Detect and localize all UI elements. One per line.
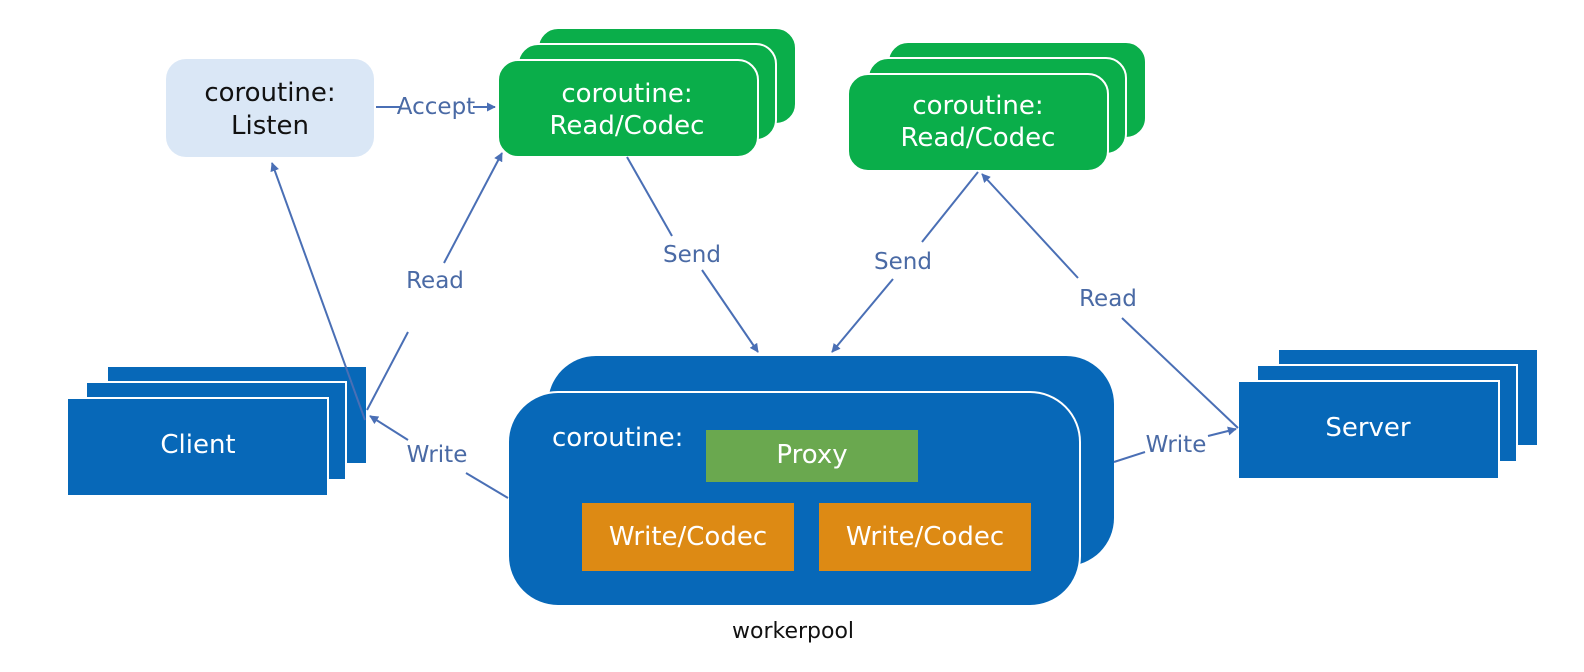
accept-edge-label: Accept bbox=[397, 94, 475, 120]
read-codec-right-line1: coroutine: bbox=[912, 91, 1043, 121]
proxy-label: Proxy bbox=[776, 440, 847, 470]
server-stack: Server bbox=[1237, 348, 1539, 480]
edges bbox=[270, 102, 1239, 499]
read-codec-left-stack: coroutine: Read/Codec bbox=[497, 27, 797, 158]
worker-coroutine-stack: coroutine: Proxy Write/Codec Write/Codec bbox=[507, 356, 1114, 607]
send-left-edge-arrow bbox=[701, 269, 759, 353]
write-client-edge-arrow bbox=[369, 415, 409, 441]
listen-node-line1: coroutine: bbox=[204, 78, 335, 108]
write-codec-left-label: Write/Codec bbox=[609, 522, 767, 552]
send-right-edge-label: Send bbox=[874, 249, 932, 275]
write-codec-left-block: Write/Codec bbox=[582, 503, 794, 571]
write-server-edge-lower bbox=[1113, 451, 1146, 463]
send-left-edge-upper bbox=[626, 156, 673, 237]
read-client-edge-arrow bbox=[443, 152, 503, 264]
read-codec-left-line1: coroutine: bbox=[561, 79, 692, 109]
write-codec-right-block: Write/Codec bbox=[819, 503, 1031, 571]
read-client-edge-label: Read bbox=[406, 268, 464, 294]
read-server-edge-label: Read bbox=[1079, 286, 1137, 312]
write-server-edge-label: Write bbox=[1146, 432, 1207, 458]
write-client-edge-label: Write bbox=[407, 442, 468, 468]
worker-coroutine-label: coroutine: bbox=[552, 423, 683, 453]
workerpool-caption: workerpool bbox=[732, 619, 854, 644]
send-right-edge-arrow bbox=[831, 278, 894, 353]
write-codec-right-label: Write/Codec bbox=[846, 522, 1004, 552]
listen-node-line2: Listen bbox=[231, 111, 309, 141]
client-stack: Client bbox=[66, 365, 368, 497]
read-server-edge-arrow bbox=[981, 173, 1079, 279]
write-server-edge-arrow bbox=[1207, 426, 1237, 437]
server-label: Server bbox=[1325, 413, 1411, 443]
write-client-edge-lower bbox=[465, 472, 509, 499]
read-client-edge-lower bbox=[366, 331, 409, 411]
send-left-edge-label: Send bbox=[663, 242, 721, 268]
send-right-edge-upper bbox=[921, 171, 979, 243]
client-label: Client bbox=[160, 430, 235, 460]
listen-coroutine-node: coroutine: Listen bbox=[166, 59, 374, 157]
read-codec-left-line2: Read/Codec bbox=[550, 111, 705, 141]
read-codec-right-stack: coroutine: Read/Codec bbox=[847, 41, 1147, 172]
proxy-block: Proxy bbox=[706, 430, 918, 482]
read-server-edge-lower bbox=[1121, 317, 1239, 429]
read-codec-right-line2: Read/Codec bbox=[901, 123, 1056, 153]
client-to-listen-arrow bbox=[270, 162, 366, 421]
